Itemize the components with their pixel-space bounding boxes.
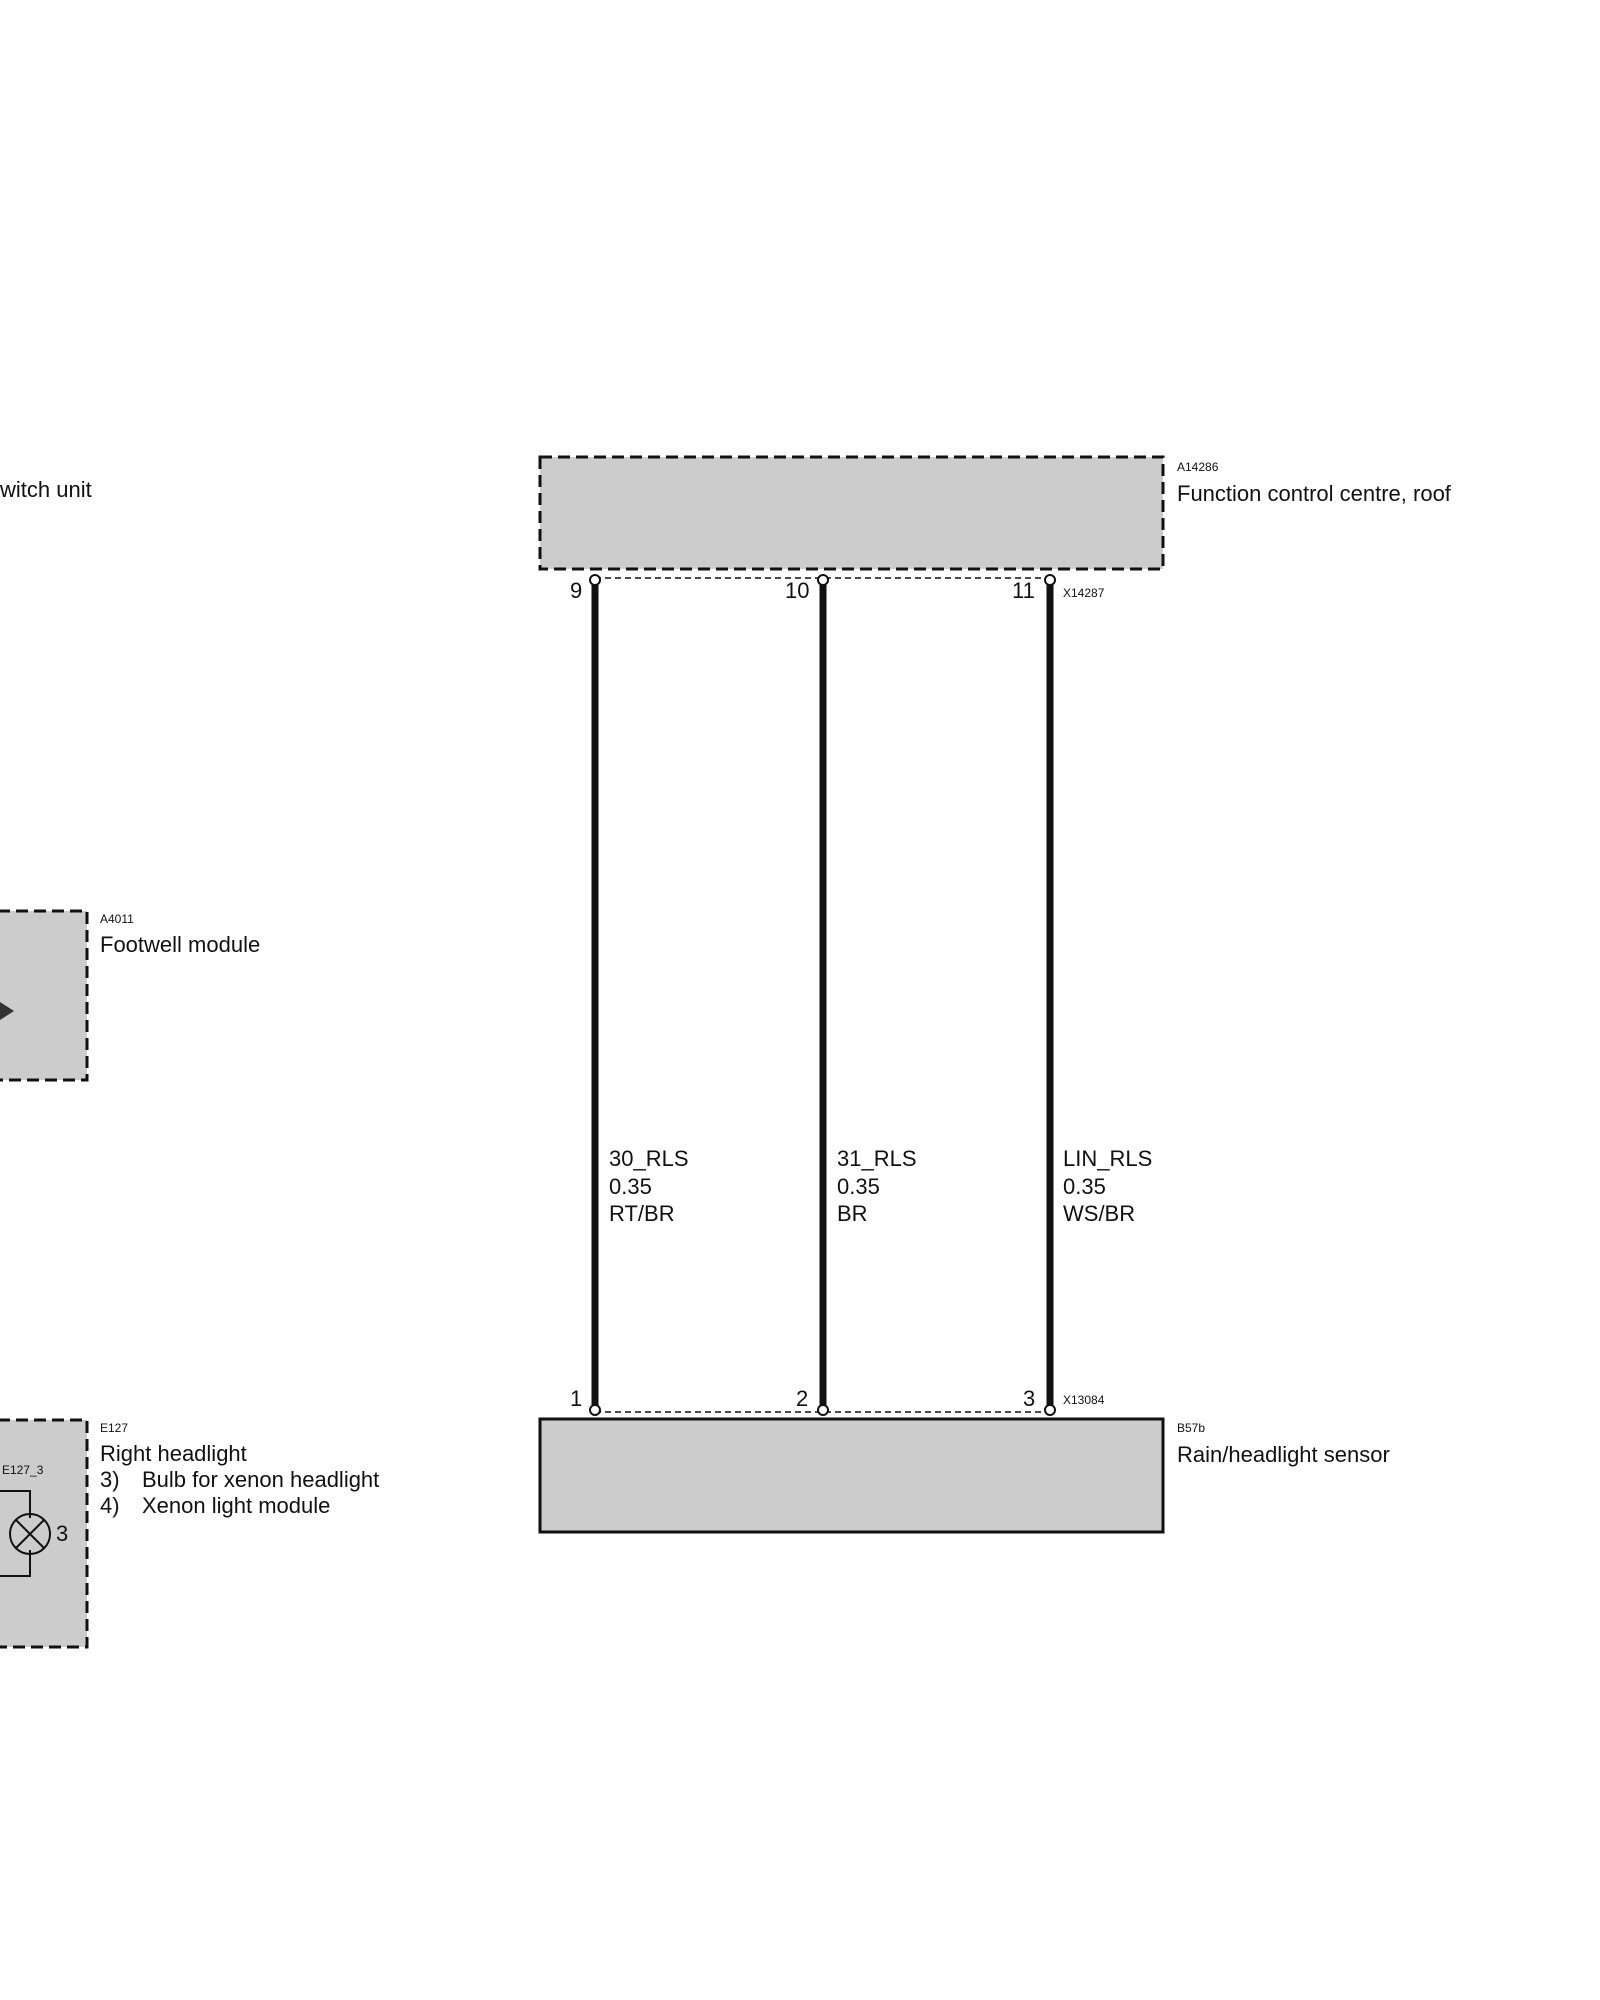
right-headlight-box <box>0 1418 89 1649</box>
pin-number-2: 2 <box>796 1386 808 1411</box>
pin-terminal-top-9 <box>589 574 601 586</box>
legend-text: Bulb for xenon headlight <box>142 1467 379 1492</box>
wire-signal-lin-rls: LIN_RLS <box>1063 1146 1152 1171</box>
top-connector-code: X14287 <box>1063 586 1105 600</box>
legend-text: Xenon light module <box>142 1493 330 1518</box>
pin-number-11: 11 <box>1012 578 1035 603</box>
legend-number: 4) <box>100 1493 120 1518</box>
pin-number-1: 1 <box>570 1386 582 1411</box>
right-headlight-sub-label: E127_3 <box>2 1463 44 1477</box>
bulb-icon <box>9 1513 51 1555</box>
legend-number: 3) <box>100 1467 120 1492</box>
right-headlight-code: E127 <box>100 1421 128 1435</box>
switch-unit-label: witch unit <box>0 477 92 502</box>
function-control-centre-code: A14286 <box>1177 460 1219 474</box>
rain-sensor-label: Rain/headlight sensor <box>1177 1442 1390 1467</box>
pin-number-10: 10 <box>785 578 809 603</box>
footwell-module-code: A4011 <box>100 912 134 926</box>
pin-terminal-top-11 <box>1044 574 1056 586</box>
footwell-module-box <box>0 909 89 1082</box>
pin-number-9: 9 <box>570 578 582 603</box>
pin-terminal-top-10 <box>817 574 829 586</box>
rain-sensor-box <box>538 1417 1165 1534</box>
wire-signal-30-rls: 30_RLS <box>609 1146 689 1171</box>
bottom-connector-code: X13084 <box>1063 1393 1105 1407</box>
footwell-arrow-icon <box>0 1002 14 1020</box>
wire-color-lin-rls: WS/BR <box>1063 1201 1135 1226</box>
bulb-pin-number: 3 <box>56 1521 68 1546</box>
pin-terminal-bottom-1 <box>589 1404 601 1416</box>
rain-sensor-code: B57b <box>1177 1421 1205 1435</box>
wire-color-31-rls: BR <box>837 1201 868 1226</box>
wire-size-31-rls: 0.35 <box>837 1174 880 1199</box>
function-control-centre-label: Function control centre, roof <box>1177 481 1452 506</box>
pin-number-3: 3 <box>1023 1386 1035 1411</box>
wire-size-lin-rls: 0.35 <box>1063 1174 1106 1199</box>
pin-terminal-bottom-2 <box>817 1404 829 1416</box>
wire-size-30-rls: 0.35 <box>609 1174 652 1199</box>
function-control-centre-box <box>538 455 1165 571</box>
right-headlight-label: Right headlight <box>100 1441 247 1466</box>
wire-signal-31-rls: 31_RLS <box>837 1146 917 1171</box>
wire-color-30-rls: RT/BR <box>609 1201 675 1226</box>
pin-terminal-bottom-3 <box>1044 1404 1056 1416</box>
footwell-module-label: Footwell module <box>100 932 260 957</box>
bulb-wiring <box>0 1490 31 1577</box>
